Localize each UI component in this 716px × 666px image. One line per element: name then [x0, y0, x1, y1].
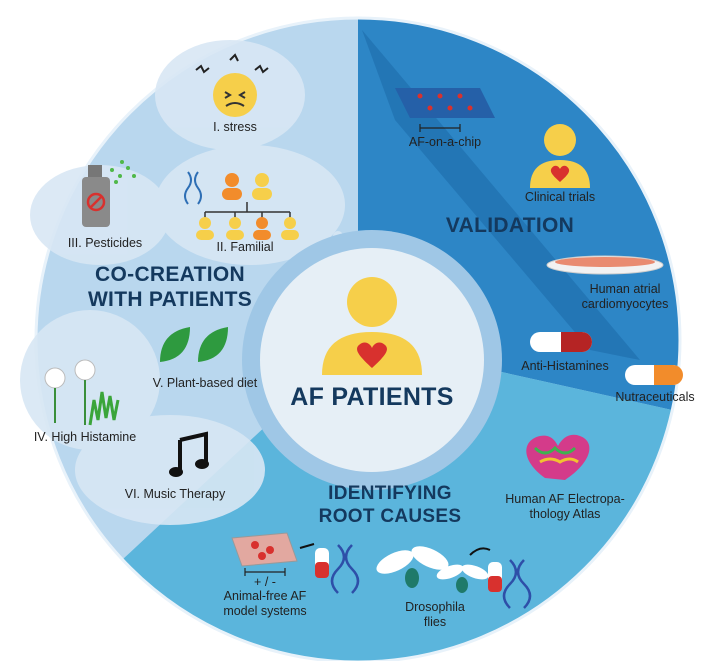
familial-label: II. Familial: [216, 240, 274, 254]
vial-icon-right: [488, 562, 502, 592]
co-creation-title-line2: WITH PATIENTS: [87, 288, 253, 311]
co-creation-title: CO-CREATION WITH PATIENTS: [55, 262, 285, 312]
high-histamine-label: IV. High Histamine: [33, 430, 137, 444]
dandelion-grass-icon: [44, 359, 120, 426]
drosophila-label-line1: Drosophila: [405, 600, 465, 614]
nutraceutical-capsule-icon: [625, 365, 683, 385]
pesticide-spray-icon: [82, 160, 136, 227]
dna-icon-left: [330, 544, 360, 594]
animal-free-label: Animal-free AF model systems: [200, 589, 330, 619]
root-causes-title: IDENTIFYING ROOT CAUSES: [315, 482, 465, 528]
plus-minus-label: + / -: [254, 575, 276, 589]
nutraceuticals-label: Nutraceuticals: [615, 390, 695, 404]
music-therapy-label: VI. Music Therapy: [124, 487, 226, 501]
chip-icon: [395, 88, 495, 132]
trial-person-icon: [530, 124, 590, 188]
music-note-icon: [169, 431, 209, 477]
cardiomyocytes-label: Human atrial cardiomyocytes: [570, 282, 680, 312]
clinical-trials-label: Clinical trials: [524, 190, 596, 204]
root-causes-sector: [122, 340, 672, 663]
animal-free-label-line2: model systems: [223, 604, 307, 618]
atlas-label: Human AF Electropa- thology Atlas: [495, 492, 635, 522]
cardiomyocytes-label-line1: Human atrial: [589, 282, 661, 296]
atlas-label-line1: Human AF Electropa-: [505, 492, 625, 506]
petri-dish-icon: [546, 255, 664, 275]
center-person-icon: [322, 277, 422, 375]
co-creation-title-line1: CO-CREATION: [95, 263, 245, 286]
dna-icon-right: [502, 559, 532, 609]
family-tree-icon: [184, 171, 299, 240]
drosophila-label: Drosophila flies: [385, 600, 485, 630]
stress-label: I. stress: [213, 120, 257, 134]
atlas-label-line2: thology Atlas: [529, 507, 601, 521]
animal-free-label-line1: Animal-free AF: [223, 589, 307, 603]
drosophila-label-line2: flies: [423, 615, 447, 629]
model-plate-icon: [231, 532, 315, 576]
center-title: AF PATIENTS: [290, 383, 454, 411]
plant-diet-label: V. Plant-based diet: [152, 376, 258, 390]
root-causes-title-line1: IDENTIFYING: [328, 483, 452, 504]
root-causes-title-line2: ROOT CAUSES: [318, 506, 462, 527]
vial-icon-left: [315, 548, 329, 578]
stress-face-icon: [195, 53, 269, 117]
drosophila-icon: [376, 546, 491, 593]
validation-title: VALIDATION: [445, 214, 575, 237]
chip-label: AF-on-a-chip: [408, 135, 482, 149]
antihistamine-capsule-icon: [530, 332, 592, 352]
plant-leaves-icon: [160, 327, 228, 362]
heart-atlas-icon: [526, 434, 590, 480]
pesticides-label: III. Pesticides: [67, 236, 143, 250]
antihistamines-label: Anti-Histamines: [521, 359, 609, 373]
cardiomyocytes-label-line2: cardiomyocytes: [581, 297, 669, 311]
